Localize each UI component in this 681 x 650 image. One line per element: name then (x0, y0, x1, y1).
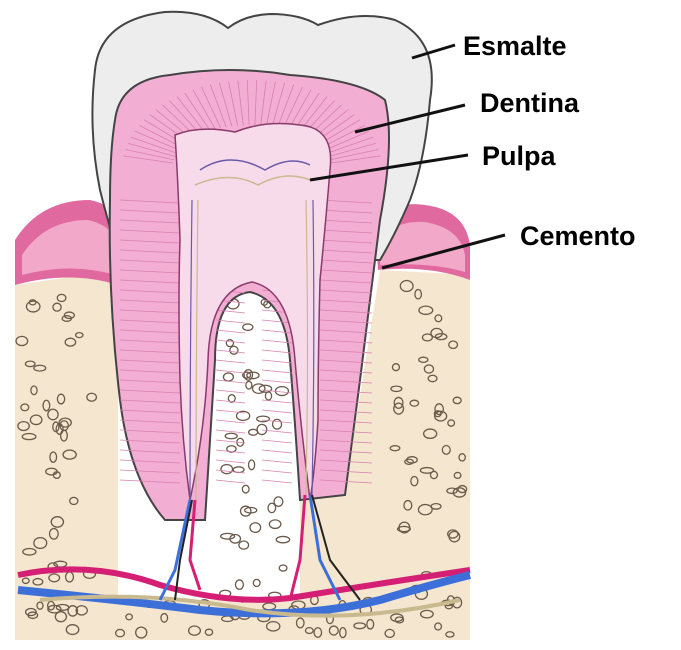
dentin-tubule (262, 400, 292, 403)
bone-cell (230, 346, 238, 354)
bone-cell (250, 523, 261, 533)
dentin-tubule (262, 410, 292, 413)
bone-cell (268, 503, 276, 512)
cementum-label: Cemento (520, 221, 636, 251)
gum-left (15, 200, 118, 285)
bone-cell (246, 381, 252, 389)
bone-cell (239, 541, 249, 549)
dentin-tubule (216, 360, 245, 363)
dentin-tubule (262, 350, 292, 353)
bone-cell (265, 392, 271, 400)
bone-cell (257, 424, 267, 434)
bone (15, 270, 470, 640)
bone-cell (242, 485, 249, 493)
dentin-tubule (262, 460, 292, 463)
bone-cell (243, 324, 253, 330)
dentin-tubule (262, 450, 292, 453)
bone-cell (279, 565, 287, 571)
dentin-tubule (216, 390, 245, 393)
dentin-tubule (216, 370, 245, 373)
dentin-tubule (262, 380, 292, 383)
pulp-label: Pulpa (482, 141, 556, 171)
dentin-tubule (216, 330, 245, 333)
bone-cell (276, 536, 289, 542)
bone-cell (221, 533, 235, 539)
dentin-tubule (216, 440, 245, 443)
bone-cell (240, 506, 250, 516)
dentin-tubule (262, 480, 292, 483)
bone-cell (253, 579, 260, 586)
bone-cell (226, 340, 233, 347)
dentin-tubule (262, 470, 292, 473)
dentin-tubule (262, 440, 292, 443)
bone-cell (275, 387, 288, 396)
bone-cell (225, 433, 237, 438)
bone-cell (249, 429, 258, 435)
bone-cell (221, 465, 233, 474)
dentin-tubule (216, 430, 245, 433)
dentin-tubule (216, 480, 245, 483)
dentin-label: Dentina (480, 88, 580, 118)
bone-cell (235, 580, 243, 589)
dentin-tubule (216, 340, 245, 343)
dentin-tubule (262, 370, 292, 373)
dentin-tubule (216, 460, 245, 463)
enamel-label: Esmalte (463, 31, 567, 61)
bone-cell (249, 460, 255, 470)
dentin-tubule (262, 360, 292, 363)
bone-cell (269, 520, 280, 529)
bone-cell (223, 373, 233, 381)
